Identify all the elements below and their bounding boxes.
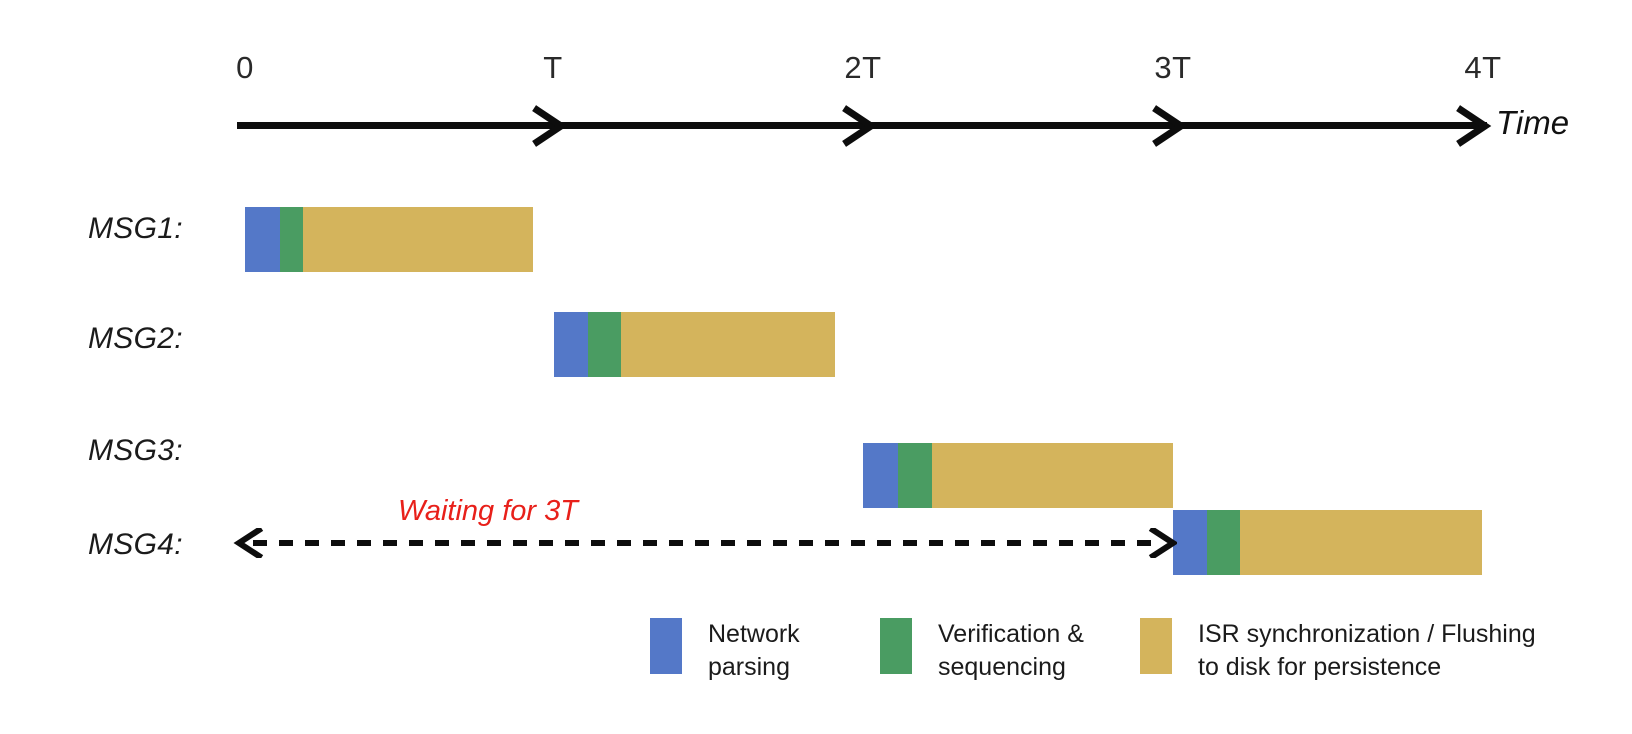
axis-tick-2t: 2T [844,50,882,85]
segment-verification-sequencing [280,207,303,272]
axis-caption-time: Time [1496,104,1570,141]
waiting-label: Waiting for 3T [398,495,578,527]
row-label-msg1: MSG1: [88,212,183,245]
axis-arrowhead-end [1455,104,1499,148]
row-label-msg4: MSG4: [88,528,183,561]
bar-msg4 [1173,510,1482,575]
segment-network-parsing [554,312,588,377]
axis-arrowhead-t [531,104,575,148]
legend-item-isr-sync-flush: ISR synchronization / Flushing to disk f… [1140,618,1536,683]
legend-swatch-isr-sync-flush [1140,618,1172,674]
row-label-msg3: MSG3: [88,434,183,467]
legend-item-network-parsing: Network parsing [650,618,800,683]
legend-label-isr-sync-flush: ISR synchronization / Flushing to disk f… [1198,620,1536,681]
legend-label-verification-sequencing: Verification & sequencing [938,620,1084,681]
axis-tick-3t: 3T [1154,50,1192,85]
row-label-msg2: MSG2: [88,322,183,355]
axis-tick-0: 0 [236,50,254,85]
legend-item-verification-sequencing: Verification & sequencing [880,618,1084,683]
axis-arrowhead-2t [841,104,885,148]
segment-isr-sync-flush [1240,510,1482,575]
axis-arrowhead-3t [1151,104,1195,148]
waiting-dashed-arrow [233,528,1177,558]
legend-label-network-parsing: Network parsing [708,620,800,681]
segment-verification-sequencing [898,443,932,508]
segment-verification-sequencing [588,312,621,377]
axis-tick-4t: 4T [1464,50,1502,85]
legend-swatch-verification-sequencing [880,618,912,674]
bar-msg2 [554,312,835,377]
segment-verification-sequencing [1207,510,1240,575]
segment-isr-sync-flush [621,312,835,377]
legend-swatch-network-parsing [650,618,682,674]
axis-tick-t: T [543,50,563,85]
bar-msg1 [245,207,533,272]
time-axis-line [237,122,1487,129]
bar-msg3 [863,443,1173,508]
segment-isr-sync-flush [303,207,533,272]
segment-network-parsing [245,207,280,272]
segment-isr-sync-flush [932,443,1173,508]
segment-network-parsing [863,443,898,508]
segment-network-parsing [1173,510,1207,575]
